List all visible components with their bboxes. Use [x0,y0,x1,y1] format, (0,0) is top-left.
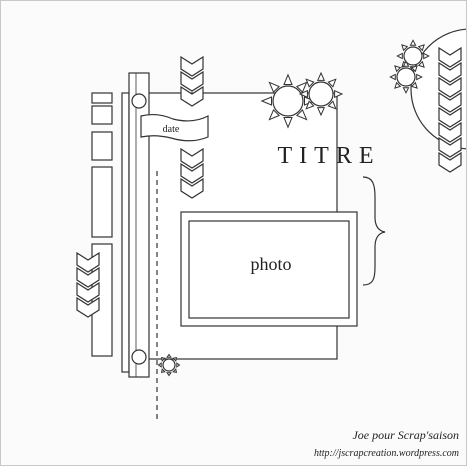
sun-large-2-ray [327,100,337,110]
sun-large-1-ray [296,81,308,93]
strip-1 [91,92,113,104]
sun-small-bottom [157,353,181,377]
ribbon-wide [128,72,150,378]
sun-right-2-ray [410,65,418,73]
sun-large-1-ray [283,117,293,129]
chevron-left-1 [76,251,100,273]
curly-brace [362,176,386,286]
date-label: date [163,124,180,135]
chevron-right-4 [438,91,462,113]
sun-right-2-ray [410,81,418,89]
sun-small-bottom-ray [172,368,178,374]
sun-small-bottom-ray [160,356,166,362]
sun-large-2-ray [327,78,337,88]
strip-4 [91,166,113,238]
sun-large-1-ray [296,109,308,121]
sun-right-1-disc [403,46,423,66]
sun-right-2-ray [402,87,410,94]
sun-right-2-ray [389,73,396,81]
button-bottom [131,349,147,365]
sun-right-1-ray [423,52,430,60]
chevron-center-1 [180,55,204,77]
sun-right-2-ray [394,65,402,73]
url-text: http://jscrapcreation.wordpress.com [314,448,459,459]
sun-right-2-ray [394,81,402,89]
sun-right-1-ray [396,52,403,60]
chevron-center-5 [180,162,204,184]
sun-large-2-ray [305,100,315,110]
sun-small-bottom-disc [162,358,176,372]
sun-right-1-ray [401,44,409,52]
button-top [131,93,147,109]
sun-large-1-ray [268,109,280,121]
sun-right-2-ray [402,60,410,67]
sun-large-1 [260,73,316,129]
chevron-left-3 [76,281,100,303]
sun-large-2 [298,71,344,117]
ribbon-narrow [121,92,130,373]
sun-large-2-ray [298,89,308,99]
sun-right-1-ray [417,44,425,52]
sun-embellishments [157,39,430,377]
chevron-center-6 [180,177,204,199]
chevron-left-4 [76,296,100,318]
chevron-right-5 [438,106,462,128]
chevron-right-6 [438,121,462,143]
sun-small-bottom-ray [160,368,166,374]
sun-right-2-ray [416,73,423,81]
sun-large-1-disc [272,85,304,117]
strip-2 [91,105,113,125]
chevrons-right [438,46,462,173]
chevron-right-7 [438,136,462,158]
chevron-center-3 [180,85,204,107]
sun-small-bottom-ray [166,372,172,377]
sun-right-1-ray [417,60,425,68]
chevron-left-2 [76,266,100,288]
sun-small-bottom-ray [166,353,172,358]
chevron-center-2 [180,70,204,92]
title-text: TITRE [278,143,381,169]
chevrons-center [180,55,204,199]
chevrons-left [76,251,100,318]
sun-right-1-ray [409,39,417,46]
sun-small-bottom-ray [157,362,162,368]
sun-large-1-ray [283,73,293,85]
photo-frame-inner [188,220,350,319]
chevron-right-2 [438,61,462,83]
sun-large-1-ray [260,96,272,106]
chevron-center-4 [180,147,204,169]
sun-large-2-ray [305,78,315,88]
chevron-right-1 [438,46,462,68]
sun-small-bottom-ray [172,356,178,362]
chevron-right-8 [438,151,462,173]
sun-large-2-disc [308,81,334,107]
date-banner [140,113,209,142]
sun-right-2 [389,60,423,94]
credit-text: Joe pour Scrap'saison [352,428,459,442]
sun-small-bottom-ray [176,362,181,368]
photo-label: photo [250,254,291,274]
sun-large-2-ray [316,107,326,117]
sun-right-2-disc [396,67,416,87]
sun-large-2-ray [334,89,344,99]
sun-large-1-ray [268,81,280,93]
chevron-right-3 [438,76,462,98]
strip-3 [91,131,113,161]
sun-large-2-ray [316,71,326,81]
